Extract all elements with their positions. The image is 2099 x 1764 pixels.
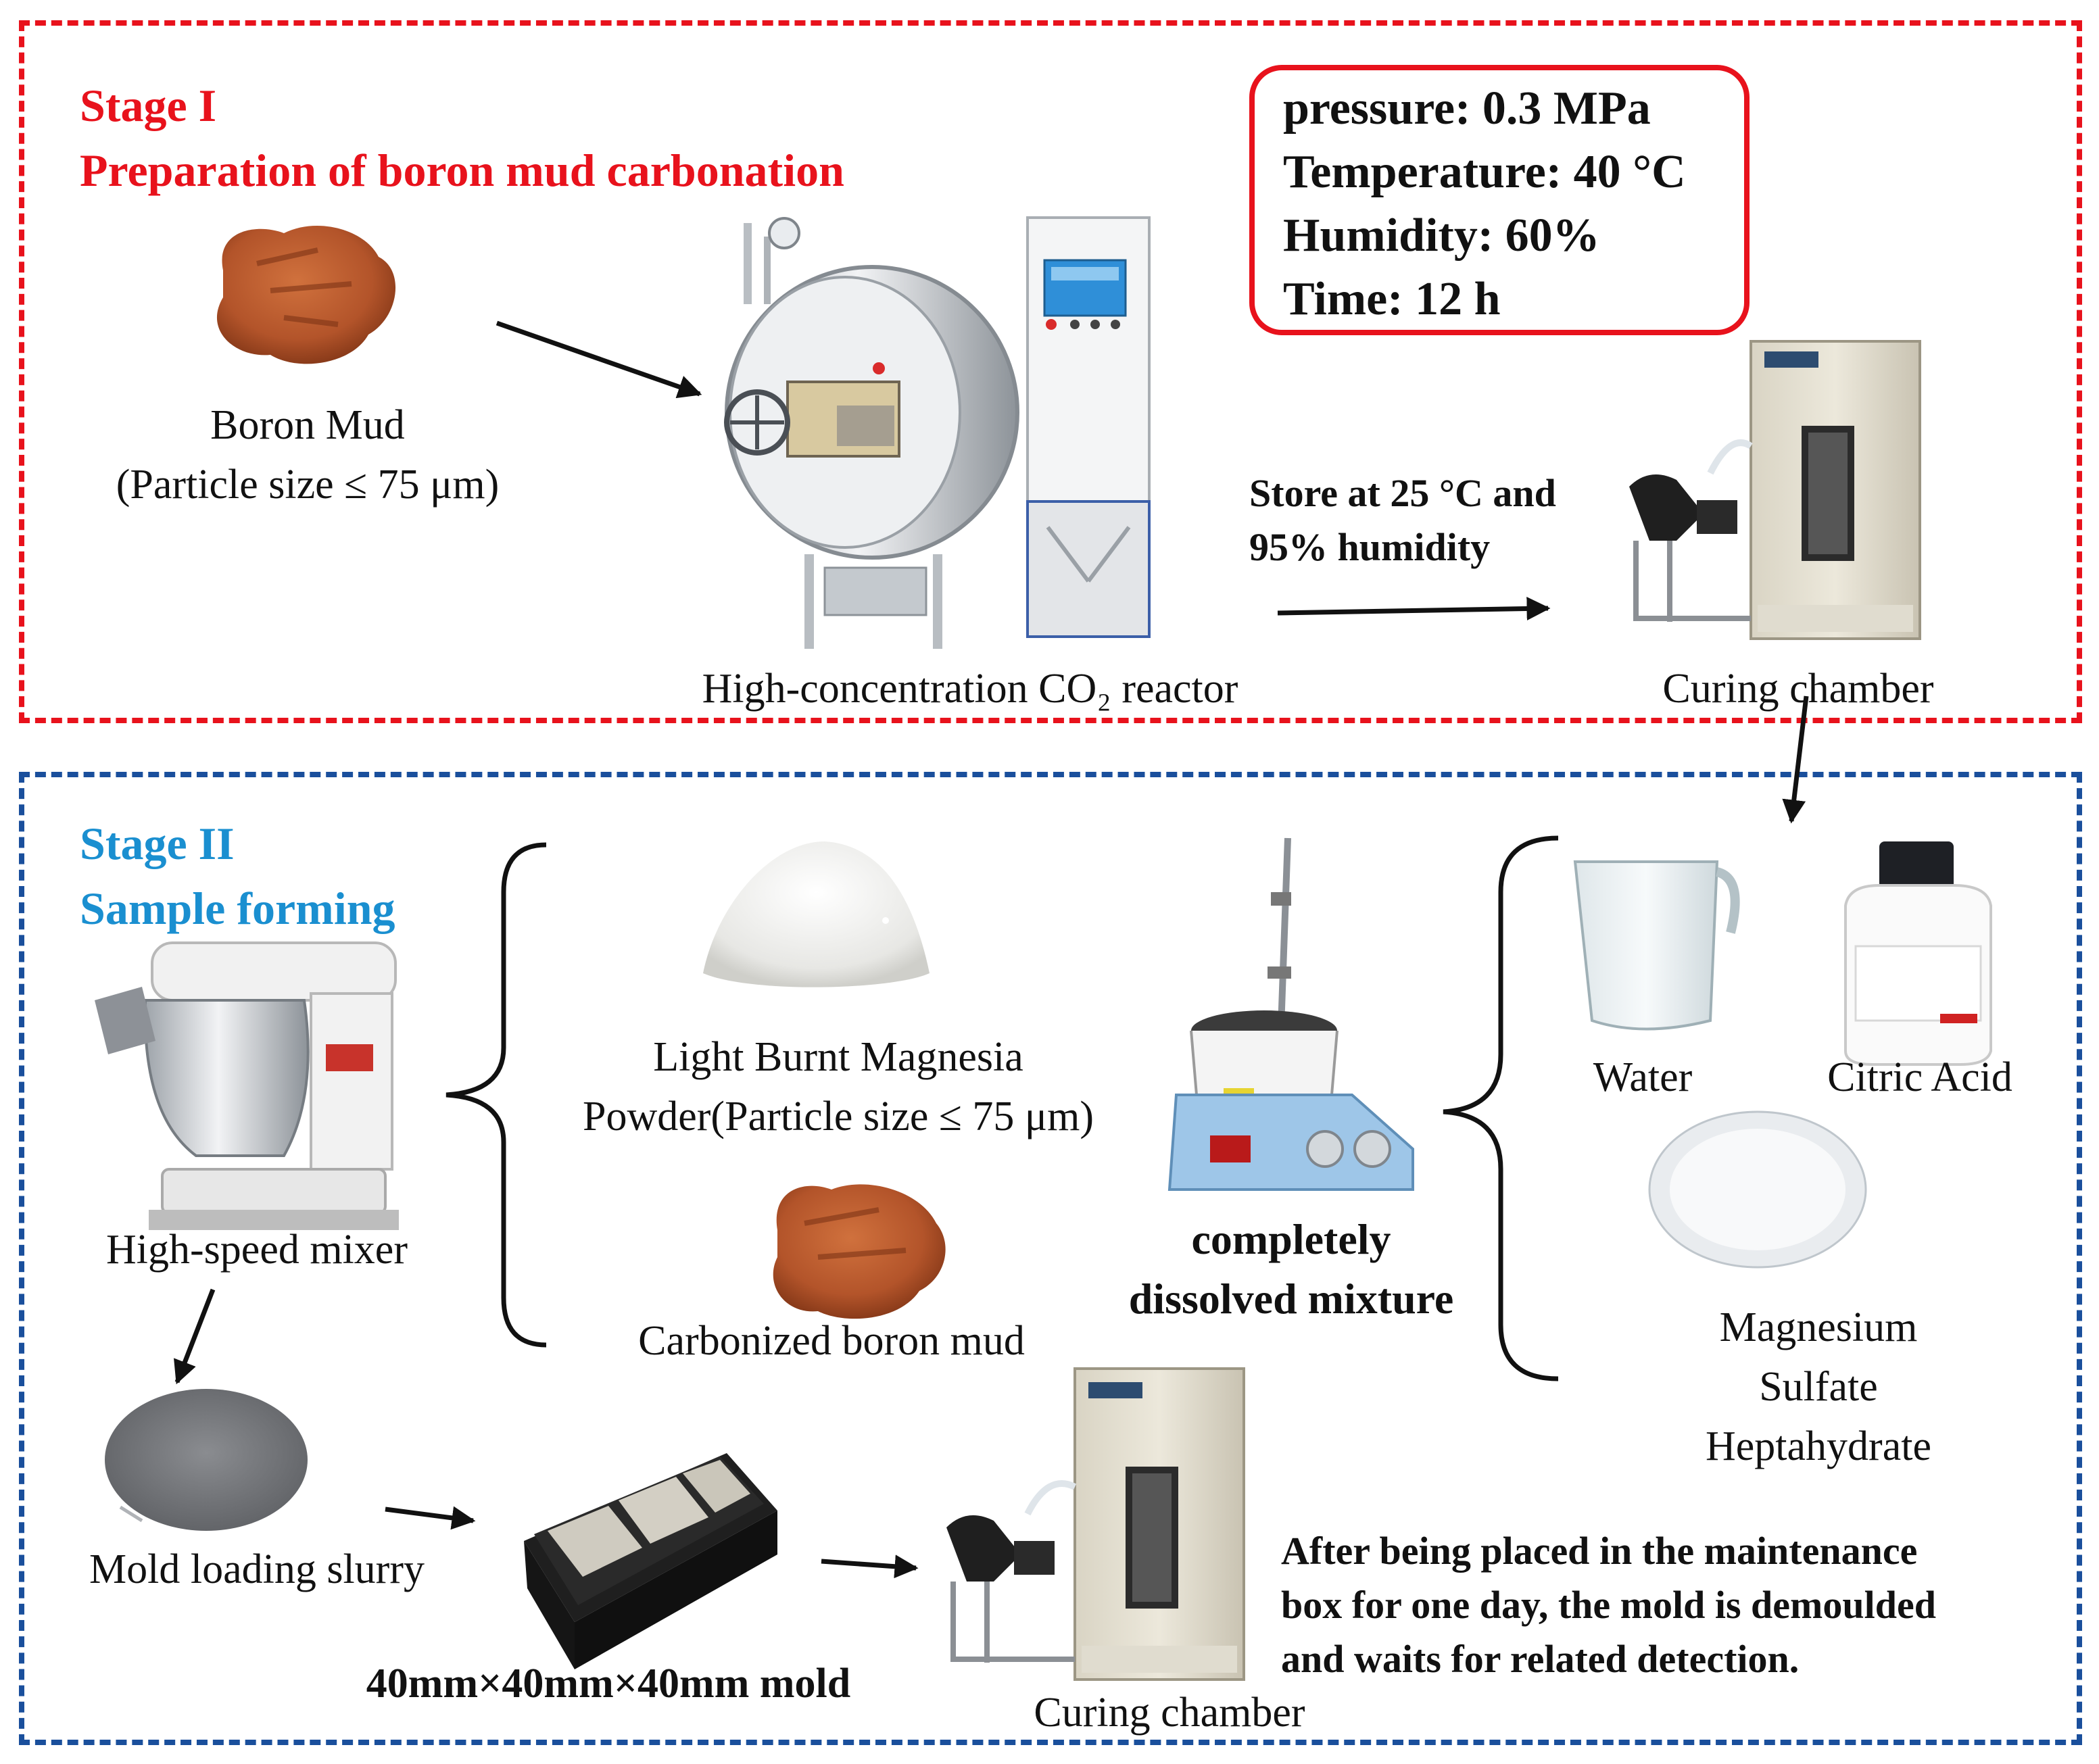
condition-time: Time: 12 h bbox=[1283, 273, 1501, 325]
sulfate-line2: Sulfate bbox=[1759, 1364, 1878, 1410]
condition-temperature: Temperature: 40 °C bbox=[1283, 146, 1686, 198]
magnesia-label: Light Burnt Magnesia Powder(Particle siz… bbox=[514, 1027, 1163, 1146]
arrow-slurry-to-mold bbox=[385, 1506, 476, 1530]
mold-label: 40mm×40mm×40mm mold bbox=[366, 1661, 851, 1707]
sulfate-line1: Magnesium bbox=[1719, 1304, 1918, 1350]
magnetic-stirrer-image bbox=[1167, 837, 1414, 1191]
magnesia-powder-image bbox=[703, 841, 930, 987]
condition-pressure: pressure: 0.3 MPa bbox=[1283, 82, 1651, 134]
condition-humidity: Humidity: 60% bbox=[1283, 210, 1600, 262]
arrow-curing-to-stage2 bbox=[1782, 695, 1809, 824]
slurry-disc-image bbox=[105, 1389, 308, 1531]
store-note-line1: Store at 25 °C and bbox=[1249, 471, 1556, 515]
sulfate-line3: Heptahydrate bbox=[1706, 1423, 1931, 1469]
stage1-frame bbox=[19, 20, 2082, 723]
curing-chamber-image-2 bbox=[946, 1367, 1245, 1681]
boron-mud-label: Boron Mud (Particle size ≤ 75 μm) bbox=[68, 395, 548, 514]
store-note: Store at 25 °C and 95% humidity bbox=[1249, 466, 1556, 574]
stage2-subtitle: Sample forming bbox=[80, 883, 395, 934]
mixer-label: High-speed mixer bbox=[106, 1227, 408, 1273]
magnesium-sulfate-image bbox=[1648, 1110, 1867, 1269]
curing-chamber-image-1 bbox=[1629, 340, 1921, 640]
arrow-mold-to-curing bbox=[821, 1554, 919, 1579]
carbonized-boron-mud-image bbox=[773, 1184, 946, 1319]
conditions-box: pressure: 0.3 MPa Temperature: 40 °C Hum… bbox=[1249, 65, 1750, 335]
demould-note: After being placed in the maintenance bo… bbox=[1281, 1524, 2065, 1686]
stage2-frame bbox=[19, 772, 2082, 1745]
right-brace bbox=[1443, 835, 1559, 1381]
store-note-line2: 95% humidity bbox=[1249, 525, 1491, 569]
demould-note-line3: and waits for related detection. bbox=[1281, 1637, 1800, 1681]
curing-chamber-label-2: Curing chamber bbox=[1034, 1690, 1305, 1736]
boron-mud-name: Boron Mud bbox=[210, 402, 405, 448]
demould-note-line2: box for one day, the mold is demoulded bbox=[1281, 1583, 1936, 1627]
mixture-label: completely dissolved mixture bbox=[1082, 1210, 1501, 1329]
boron-mud-detail: (Particle size ≤ 75 μm) bbox=[116, 462, 500, 508]
magnesia-line2: Powder(Particle size ≤ 75 μm) bbox=[583, 1094, 1094, 1140]
stage1-subtitle: Preparation of boron mud carbonation bbox=[80, 145, 844, 196]
carbonized-label: Carbonized boron mud bbox=[638, 1318, 1025, 1364]
stage2-label: Stage II bbox=[80, 818, 235, 869]
sulfate-label: Magnesium Sulfate Heptahydrate bbox=[1649, 1298, 1987, 1476]
mixture-line2: dissolved mixture bbox=[1128, 1275, 1454, 1323]
left-brace bbox=[445, 842, 547, 1348]
arrow-reactor-to-curing bbox=[1277, 597, 1551, 621]
mixture-line1: completely bbox=[1191, 1215, 1391, 1263]
mold-image bbox=[524, 1453, 777, 1669]
arrow-mixer-to-slurry bbox=[174, 1288, 216, 1385]
reactor-label: High-concentration CO₂ reactor bbox=[702, 666, 1238, 712]
co2-reactor-image bbox=[724, 216, 1151, 649]
water-beaker-image bbox=[1573, 860, 1740, 1031]
high-speed-mixer-image bbox=[95, 941, 399, 1230]
boron-mud-image bbox=[216, 225, 396, 364]
citric-acid-bottle-image bbox=[1844, 841, 1992, 1066]
stage1-label: Stage I bbox=[80, 80, 217, 131]
magnesia-line1: Light Burnt Magnesia bbox=[653, 1034, 1023, 1080]
demould-note-line1: After being placed in the maintenance bbox=[1281, 1529, 1918, 1573]
citric-acid-label: Citric Acid bbox=[1827, 1054, 2012, 1100]
curing-chamber-label-1: Curing chamber bbox=[1662, 666, 1934, 712]
slurry-label: Mold loading slurry bbox=[89, 1546, 425, 1592]
water-label: Water bbox=[1593, 1054, 1693, 1100]
arrow-mud-to-reactor bbox=[496, 320, 702, 399]
